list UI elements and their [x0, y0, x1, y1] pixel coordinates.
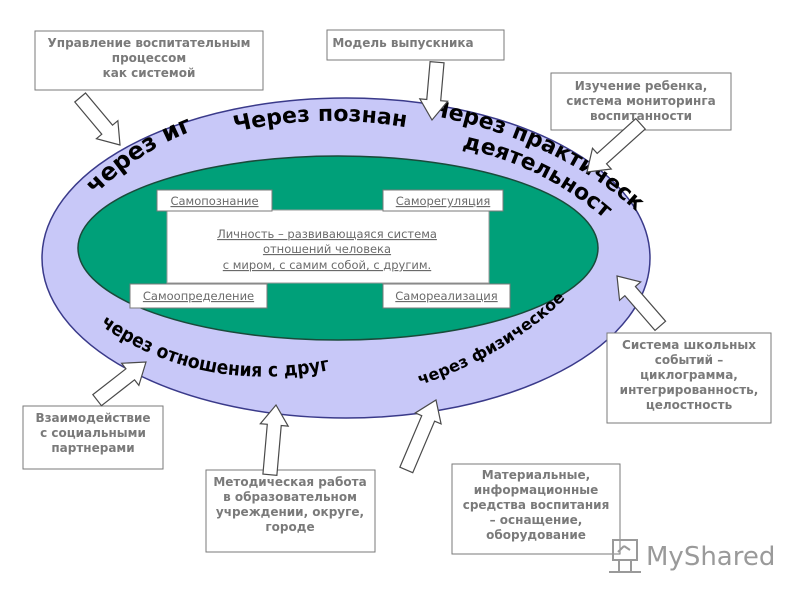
methodical-line-3: учреждении, округе,	[216, 505, 364, 519]
child-study-line-1: Изучение ребенка,	[575, 79, 708, 93]
arrow-materials	[399, 399, 442, 474]
methodical-line-2: в образовательном	[223, 490, 357, 504]
school-events-line-4: интегрированность,	[620, 383, 759, 397]
school-events-line-3: циклограмма,	[640, 368, 738, 382]
center-line-1: Личность – развивающаяся система	[217, 227, 437, 241]
arrow-child-study	[586, 117, 647, 173]
arrow-graduate-model	[418, 60, 449, 122]
partners-line-3: партнерами	[51, 441, 134, 455]
school-events-line-5: целостность	[646, 398, 733, 412]
watermark-logo-icon	[609, 539, 641, 573]
child-study-line-3: воспитанности	[590, 109, 692, 123]
partners-box: Взаимодействие с социальными партнерами	[22, 405, 164, 470]
self-realization-box: Самореализация	[382, 283, 511, 309]
materials-line-2: информационные	[474, 483, 598, 497]
self-knowledge-box: Самопознание	[156, 189, 273, 212]
center-line-3: с миром, с самим собой, с другим.	[223, 258, 431, 272]
center-panel	[166, 209, 490, 284]
child-study-line-2: система мониторинга	[566, 94, 715, 108]
methodical-box: Методическая работа в образовательном уч…	[205, 469, 376, 553]
self-knowledge-label: Самопознание	[170, 194, 258, 208]
materials-line-1: Материальные,	[482, 468, 590, 482]
management-line-2: процессом	[112, 51, 186, 65]
self-determination-box: Самоопределение	[129, 283, 268, 309]
partners-line-1: Взаимодействие	[35, 411, 150, 425]
self-regulation-box: Саморегуляция	[382, 189, 504, 212]
management-line-1: Управление воспитательным	[48, 36, 251, 50]
management-line-3: как системой	[103, 66, 196, 80]
graduate-model-label: Модель выпускника	[332, 36, 473, 50]
school-events-line-2: событий –	[655, 353, 724, 367]
self-realization-label: Самореализация	[395, 289, 497, 303]
center-text: Личность – развивающаяся система отношен…	[217, 227, 437, 272]
materials-line-3: средства воспитания	[463, 498, 610, 512]
child-study-box: Изучение ребенка, система мониторинга во…	[550, 72, 732, 131]
self-determination-label: Самоопределение	[143, 289, 254, 303]
methodical-line-1: Методическая работа	[213, 475, 366, 489]
self-regulation-label: Саморегуляция	[396, 194, 491, 208]
watermark-text: MyShared	[646, 542, 775, 572]
arrow-school-events	[616, 275, 667, 332]
arrow-partners	[91, 361, 147, 407]
watermark: MyShared	[609, 539, 775, 573]
materials-line-4: – оснащение,	[490, 513, 583, 527]
management-box: Управление воспитательным процессом как …	[34, 30, 264, 91]
school-events-line-1: Система школьных	[622, 338, 756, 352]
methodical-line-4: городе	[265, 520, 314, 534]
arrow-methodical	[259, 403, 290, 476]
center-line-2: отношений человека	[263, 242, 391, 256]
school-events-box: Система школьных событий – циклограмма, …	[606, 332, 772, 424]
graduate-model-box: Модель выпускника	[326, 29, 505, 61]
materials-box: Материальные, информационные средства во…	[451, 463, 621, 555]
partners-line-2: с социальными	[40, 426, 146, 440]
arrow-management	[73, 92, 121, 146]
materials-line-5: оборудование	[486, 528, 586, 542]
